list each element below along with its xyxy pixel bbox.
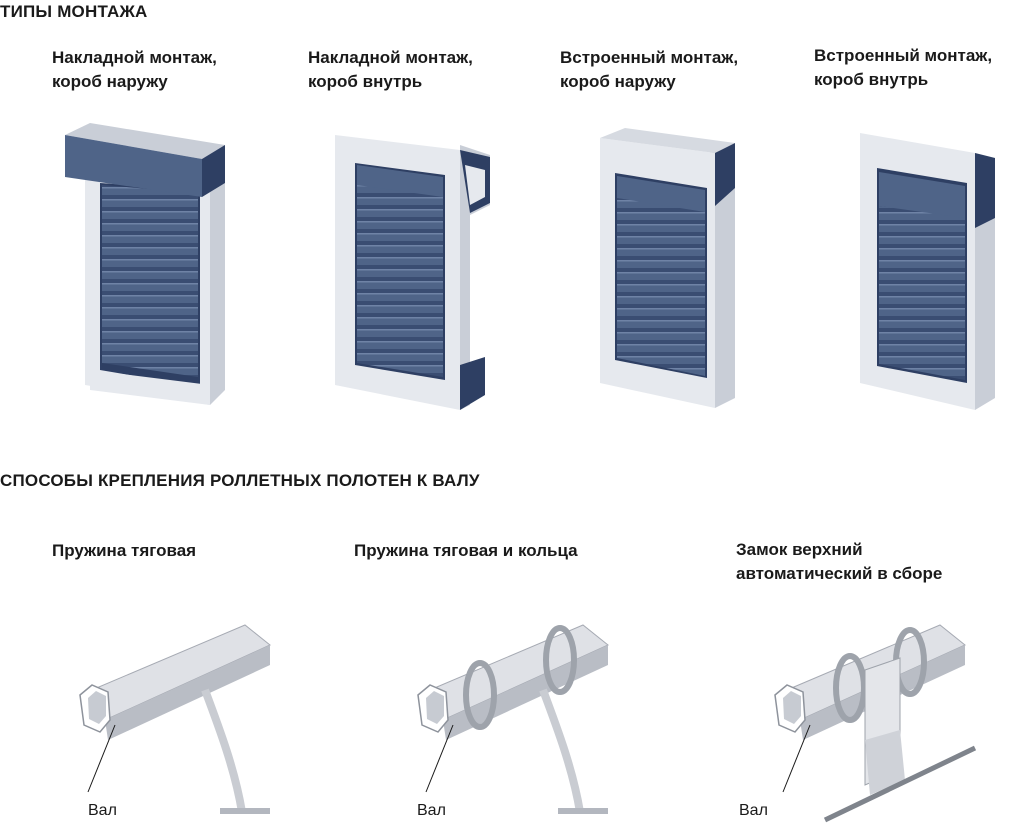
caption-line: Пружина тяговая [52, 541, 197, 560]
builtin-mount-box-inside-illustration [860, 133, 995, 410]
section-title-attachment-methods: СПОСОБЫ КРЕПЛЕНИЯ РОЛЛЕТНЫХ ПОЛОТЕН К ВА… [0, 471, 480, 490]
caption-tension-spring: Пружина тяговая [52, 539, 196, 563]
caption-line: автоматический в сборе [736, 564, 943, 583]
caption-line: Встроенный монтаж, [814, 46, 993, 65]
caption-line: Пружина тяговая и кольца [354, 541, 578, 560]
shaft-label: Вал [739, 802, 768, 819]
caption-top-lock-assembly: Замок верхний автоматический в сборе [736, 538, 942, 586]
caption-line: Накладной монтаж, [52, 48, 217, 67]
shaft-with-spring-and-rings-illustration [417, 624, 609, 814]
caption-line: короб внутрь [308, 72, 423, 91]
shaft-with-spring-illustration [79, 624, 271, 814]
caption-builtin-box-outside: Встроенный монтаж, короб наружу [560, 46, 738, 94]
surface-mount-box-inside-illustration [335, 135, 490, 410]
shaft-label: Вал [417, 802, 446, 819]
caption-line: короб наружу [560, 72, 676, 91]
section-title-mount-types: ТИПЫ МОНТАЖА [0, 2, 148, 21]
caption-line: Замок верхний [736, 540, 863, 559]
caption-surface-box-outside: Накладной монтаж, короб наружу [52, 46, 217, 94]
caption-spring-and-rings: Пружина тяговая и кольца [354, 539, 578, 563]
caption-line: Встроенный монтаж, [560, 48, 739, 67]
shaft-with-top-lock-illustration [774, 624, 977, 823]
caption-line: короб внутрь [814, 70, 929, 89]
caption-surface-box-inside: Накладной монтаж, короб внутрь [308, 46, 473, 94]
caption-line: короб наружу [52, 72, 168, 91]
caption-builtin-box-inside: Встроенный монтаж, короб внутрь [814, 44, 992, 92]
surface-mount-box-outside-illustration [65, 123, 225, 405]
builtin-mount-box-outside-illustration [600, 128, 735, 408]
shaft-label: Вал [88, 802, 117, 819]
caption-line: Накладной монтаж, [308, 48, 473, 67]
